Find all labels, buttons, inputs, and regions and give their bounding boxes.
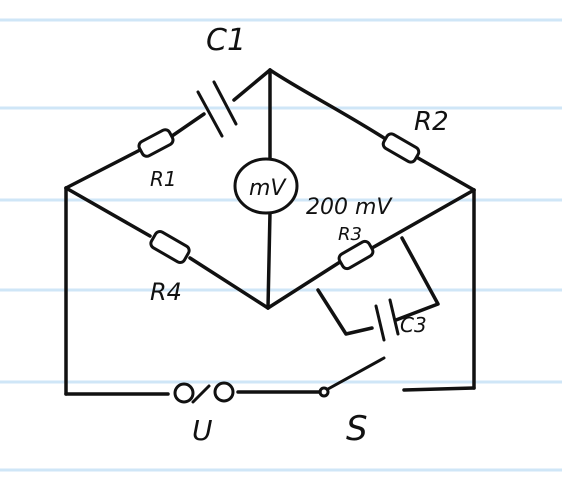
label-r4: R4 (150, 278, 182, 306)
label-meter: mV (249, 176, 287, 201)
wire-r2-right (416, 156, 476, 192)
label-r2: R2 (414, 107, 449, 137)
label-c3: C3 (400, 313, 427, 337)
wire-r4-bottom (188, 256, 270, 310)
label-r1: R1 (150, 167, 177, 191)
wire-meter-bottom (266, 210, 272, 310)
label-switch: S (346, 409, 368, 449)
wires (64, 68, 476, 396)
label-c1: C1 (206, 23, 246, 58)
voltage-source (173, 381, 235, 404)
wire-r1-c1 (170, 112, 206, 138)
ruled-lines (0, 18, 562, 472)
resistor-r1 (137, 128, 175, 158)
label-source: U (192, 414, 213, 447)
wire-c3-bypass (316, 288, 374, 336)
capacitor-c3 (374, 298, 400, 342)
capacitor-c1 (196, 80, 238, 138)
wire-left-r4 (64, 186, 152, 238)
wire-bottom-r3 (266, 260, 342, 310)
resistor-r3 (337, 239, 375, 271)
wire-bottom-right (402, 386, 476, 392)
resistor-r2 (381, 132, 421, 164)
switch-s (318, 356, 386, 398)
resistor-r4 (149, 230, 191, 264)
wire-r3-right (370, 188, 476, 250)
label-r3: R3 (338, 224, 362, 245)
millivoltmeter (233, 157, 299, 215)
wire-top-r2 (268, 68, 386, 140)
wire-c1-top (232, 68, 272, 102)
wire-c3-bypass-right (394, 236, 440, 322)
label-meter-range: 200 mV (306, 195, 393, 220)
wire-left-r1 (64, 148, 142, 190)
